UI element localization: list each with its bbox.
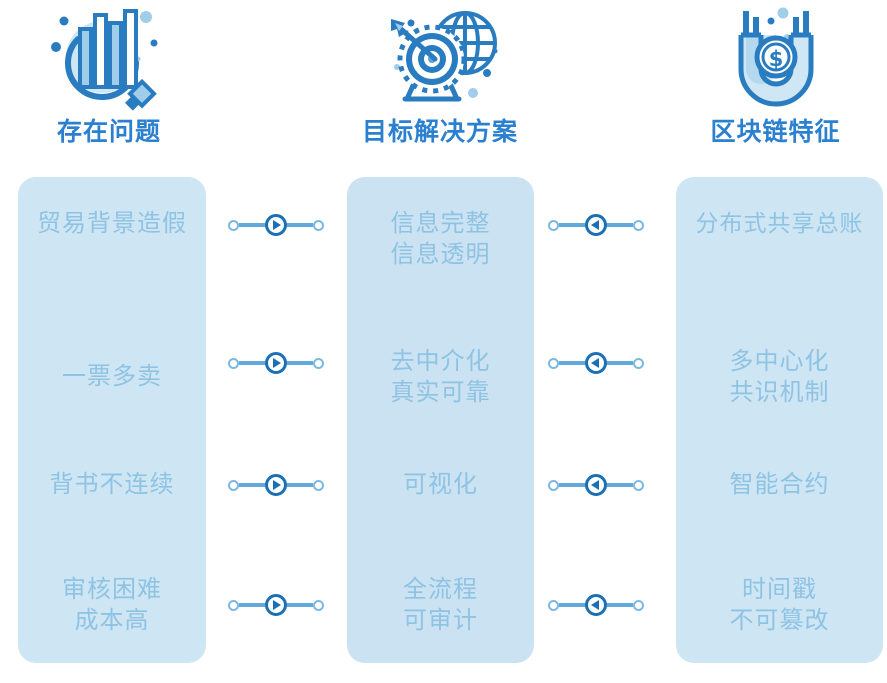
connector-line	[239, 603, 265, 607]
column-title-text: 目标解决方案	[361, 118, 518, 146]
magnet-coin-icon: $	[668, 4, 883, 116]
connector-line	[607, 361, 633, 365]
connector-endpoint-dot	[228, 219, 239, 231]
cell-solutions-3: 可视化	[403, 471, 478, 498]
connector-endpoint-dot	[228, 599, 239, 611]
play-right-icon	[265, 474, 287, 496]
svg-text:$: $	[768, 47, 783, 71]
column-title-text: 存在问题	[56, 118, 161, 146]
connector-endpoint-dot	[313, 357, 324, 369]
connector-line	[287, 483, 313, 487]
panel-problems: 贸易背景造假 一票多卖 背书不连续 审核困难 成本高	[18, 177, 206, 663]
connector-line	[607, 223, 633, 227]
connector-line	[607, 603, 633, 607]
connector-line	[239, 483, 265, 487]
cell-problems-4: 审核困难 成本高	[62, 576, 162, 634]
play-right-icon	[265, 594, 287, 616]
connector-endpoint-dot	[313, 479, 324, 491]
connector-left-row-1	[228, 212, 324, 238]
connector-line	[239, 223, 265, 227]
connector-line	[559, 361, 585, 365]
connector-endpoint-dot	[313, 219, 324, 231]
column-header-blockchain: $ 区块链特征	[668, 4, 883, 145]
connector-endpoint-dot	[633, 599, 644, 611]
connector-line	[287, 361, 313, 365]
connector-left-row-4	[228, 592, 324, 618]
connector-line	[559, 603, 585, 607]
connector-right-row-1	[548, 212, 644, 238]
cell-problems-1: 贸易背景造假	[37, 210, 187, 237]
connector-endpoint-dot	[313, 599, 324, 611]
connector-endpoint-dot	[228, 479, 239, 491]
panel-solutions: 信息完整 信息透明 去中介化 真实可靠 可视化 全流程 可审计	[347, 177, 534, 663]
connector-endpoint-dot	[633, 479, 644, 491]
connector-endpoint-dot	[633, 219, 644, 231]
play-left-icon	[585, 594, 607, 616]
cell-solutions-1: 信息完整 信息透明	[390, 210, 491, 268]
connector-line	[287, 603, 313, 607]
connector-right-row-3	[548, 472, 644, 498]
connector-right-row-4	[548, 592, 644, 618]
connector-endpoint-dot	[548, 479, 559, 491]
connector-endpoint-dot	[228, 357, 239, 369]
connector-right-row-2	[548, 350, 644, 376]
play-left-icon	[585, 214, 607, 236]
target-globe-icon	[335, 4, 545, 116]
cell-blockchain-1: 分布式共享总账	[695, 210, 864, 236]
column-header-solutions: 目标解决方案	[335, 4, 545, 145]
cell-blockchain-3: 智能合约	[729, 471, 830, 498]
play-right-icon	[265, 352, 287, 374]
magnifier-barchart-icon	[0, 4, 218, 116]
connector-endpoint-dot	[548, 219, 559, 231]
column-header-problems: 存在问题	[0, 4, 218, 145]
connector-endpoint-dot	[633, 357, 644, 369]
connector-endpoint-dot	[548, 357, 559, 369]
connector-line	[239, 361, 265, 365]
panel-blockchain: 分布式共享总账 多中心化 共识机制 智能合约 时间戳 不可篡改	[676, 177, 883, 663]
cell-solutions-4: 全流程 可审计	[403, 576, 478, 634]
connector-left-row-2	[228, 350, 324, 376]
connector-line	[559, 223, 585, 227]
cell-solutions-2: 去中介化 真实可靠	[390, 348, 491, 406]
connector-left-row-3	[228, 472, 324, 498]
play-left-icon	[585, 352, 607, 374]
connector-line	[559, 483, 585, 487]
play-left-icon	[585, 474, 607, 496]
cell-problems-2: 一票多卖	[62, 363, 162, 390]
connector-endpoint-dot	[548, 599, 559, 611]
cell-problems-3: 背书不连续	[49, 471, 175, 498]
play-right-icon	[265, 214, 287, 236]
column-title-text: 区块链特征	[710, 118, 841, 146]
cell-blockchain-2: 多中心化 共识机制	[729, 348, 830, 406]
cell-blockchain-4: 时间戳 不可篡改	[729, 576, 830, 634]
connector-line	[607, 483, 633, 487]
connector-line	[287, 223, 313, 227]
